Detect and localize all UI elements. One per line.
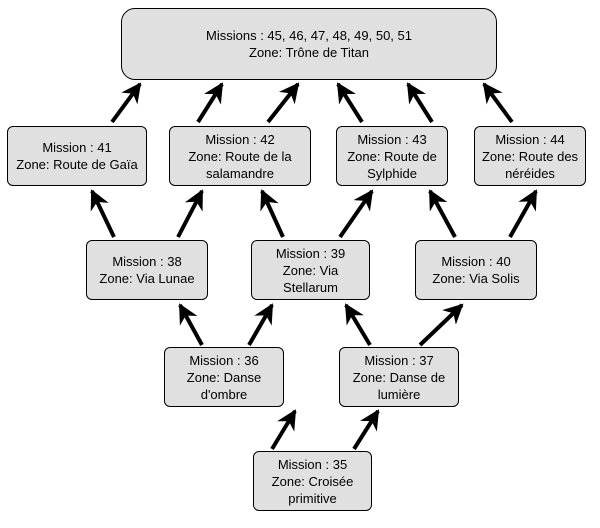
node-line: Mission : 44	[495, 131, 565, 147]
arrow-n43-to-n45_51	[406, 82, 434, 124]
node-mission-37: Mission : 37 Zone: Danse de lumière	[339, 347, 459, 407]
arrow-n42-to-n45_51	[196, 82, 224, 124]
arrow-n39-to-n43	[338, 189, 374, 239]
node-line: Zone: Danse de	[352, 369, 446, 385]
arrow-n35-to-n36	[270, 409, 297, 451]
arrow-n37-to-n39	[344, 303, 372, 347]
node-mission-38: Mission : 38 Zone: Via Lunae	[86, 240, 208, 300]
node-line: Mission : 36	[189, 352, 259, 368]
arrow-n41-to-n45_51	[110, 82, 142, 124]
node-line: Mission : 37	[364, 352, 434, 368]
arrow-n37-to-n40	[418, 303, 464, 347]
node-line: Mission : 42	[205, 131, 275, 147]
node-line: salamandre	[206, 165, 274, 181]
node-line: d'ombre	[200, 386, 248, 402]
node-line: Mission : 43	[357, 131, 427, 147]
node-line: Zone: Croisée	[271, 473, 354, 489]
arrow-n35-to-n37	[352, 409, 380, 451]
node-line: Zone: Via Lunae	[99, 271, 195, 286]
node-mission-44: Mission : 44 Zone: Route des néréides	[474, 126, 586, 186]
node-line: Mission : 38	[112, 254, 182, 269]
node-mission-42: Mission : 42 Zone: Route de la salamandr…	[169, 126, 311, 186]
arrow-n39-to-n42	[260, 189, 285, 238]
node-line: primitive	[288, 490, 337, 506]
arrow-n43-to-n45_51	[336, 82, 364, 124]
arrow-n42-to-n45_51	[266, 82, 300, 124]
node-line: Zone: Via Solis	[432, 271, 520, 286]
node-mission-39: Mission : 39 Zone: Via Stellarum	[251, 240, 370, 300]
node-line: Zone: Route de	[347, 148, 437, 164]
node-mission-41: Mission : 41 Zone: Route de Gaïa	[7, 126, 147, 186]
node-missions-45-51: Missions : 45, 46, 47, 48, 49, 50, 51 Zo…	[121, 8, 497, 80]
node-line: Mission : 35	[277, 456, 348, 472]
node-line: Zone: Route de Gaïa	[16, 157, 138, 172]
node-mission-40: Mission : 40 Zone: Via Solis	[415, 240, 537, 300]
arrow-n44-to-n45_51	[482, 82, 514, 124]
node-line: Sylphide	[367, 165, 417, 181]
node-line: néréides	[505, 165, 555, 181]
node-line: lumière	[377, 386, 421, 402]
node-line: Stellarum	[283, 279, 338, 295]
node-mission-36: Mission : 36 Zone: Danse d'ombre	[164, 347, 284, 407]
arrow-n38-to-n42	[176, 189, 204, 238]
node-line: Mission : 40	[441, 254, 511, 269]
node-mission-43: Mission : 43 Zone: Route de Sylphide	[336, 126, 448, 186]
node-line: Mission : 39	[275, 245, 346, 261]
node-line: Zone: Route des	[481, 148, 579, 164]
node-line: Zone: Via	[282, 262, 339, 278]
node-line: Mission : 41	[42, 140, 112, 155]
arrow-n40-to-n43	[428, 189, 457, 238]
node-line: Zone: Route de la	[188, 148, 292, 164]
arrow-n38-to-n41	[90, 189, 116, 238]
arrow-n40-to-n44	[508, 189, 538, 238]
node-line: Missions : 45, 46, 47, 48, 49, 50, 51	[206, 28, 412, 43]
arrow-n36-to-n38	[178, 303, 204, 346]
node-mission-35: Mission : 35 Zone: Croisée primitive	[253, 451, 372, 511]
node-line: Zone: Trône de Titan	[249, 45, 369, 60]
node-line: Zone: Danse	[186, 369, 262, 385]
arrow-n36-to-n39	[247, 303, 274, 346]
